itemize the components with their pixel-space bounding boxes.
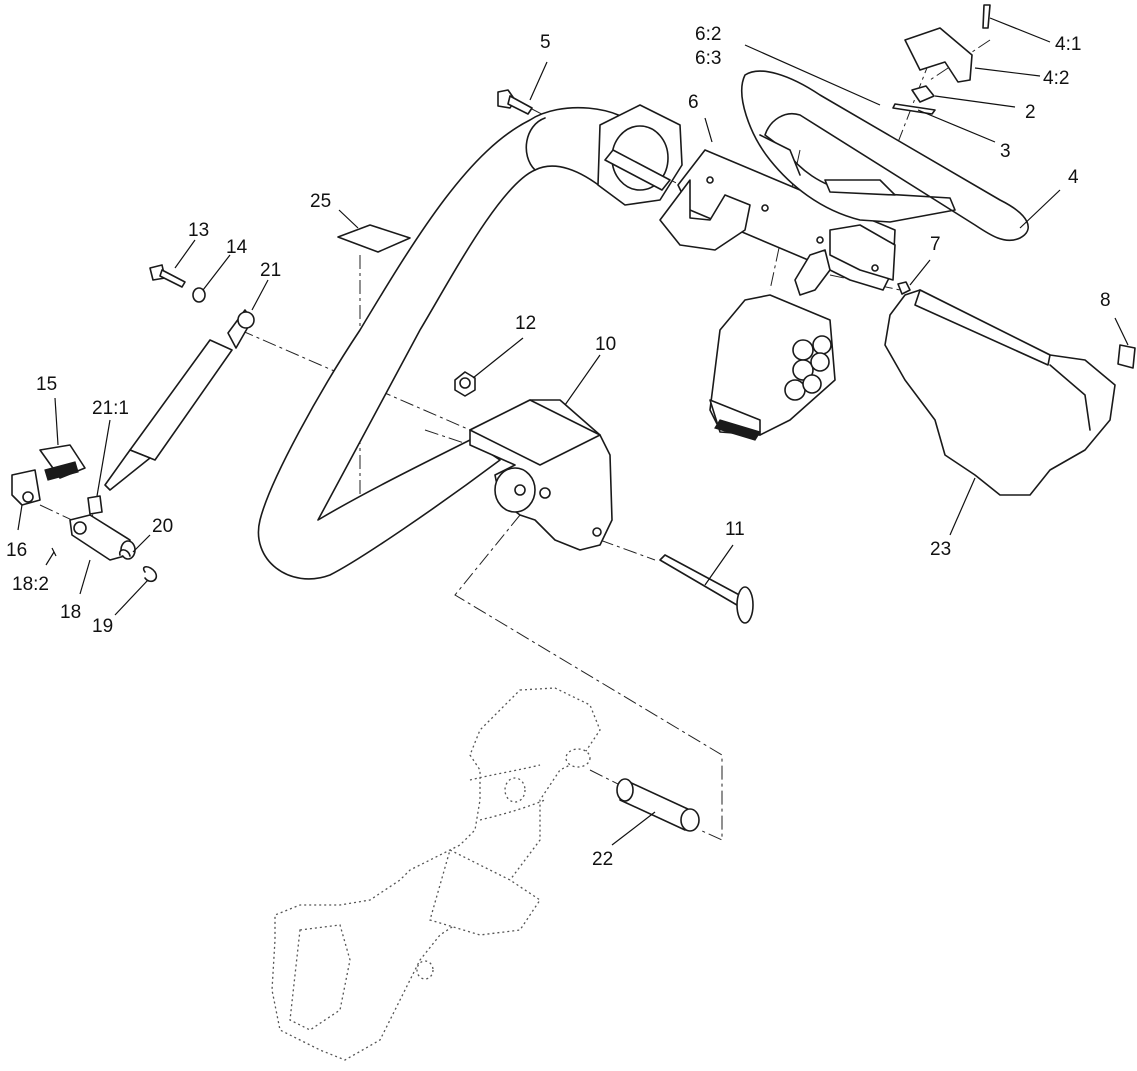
- clip-19: [142, 565, 158, 583]
- mount-bracket: [597, 104, 896, 291]
- callout-25: 25: [310, 191, 331, 212]
- top-kit: [892, 4, 991, 115]
- callout-3: 3: [1000, 141, 1011, 162]
- pivot-bracket: [469, 399, 613, 551]
- callout-18: 18: [60, 602, 81, 623]
- pin-21-1: [87, 495, 103, 515]
- callout-6-2: 6:2: [695, 24, 721, 45]
- nut: [454, 371, 476, 397]
- callout-4: 4: [1068, 167, 1079, 188]
- callout-4-1: 4:1: [1055, 34, 1081, 55]
- callout-4-2: 4:2: [1043, 68, 1069, 89]
- callout-21: 21: [260, 260, 281, 281]
- bolt-13: [149, 264, 186, 288]
- callout-21-1: 21:1: [92, 398, 129, 419]
- callout-2: 2: [1025, 102, 1036, 123]
- callout-8: 8: [1100, 290, 1111, 311]
- bolt-5: [497, 89, 533, 115]
- washer-14: [192, 287, 206, 303]
- callout-6: 6: [688, 92, 699, 113]
- callout-14: 14: [226, 237, 248, 258]
- steering-valve: [709, 249, 836, 441]
- callouts: 5 6:2 6:3 6 4:1 4:2 2 3 4 7 8 25 13 14 2…: [6, 24, 1111, 870]
- leader-lines: [17, 17, 1129, 846]
- steering-handle: [741, 70, 1029, 242]
- callout-7: 7: [930, 234, 941, 255]
- linkage-15: [39, 444, 86, 481]
- pivot-pin: [659, 554, 754, 624]
- callout-23: 23: [930, 539, 951, 560]
- callout-12: 12: [515, 313, 536, 334]
- callout-6-3: 6:3: [695, 48, 721, 69]
- callout-18-2: 18:2: [12, 574, 49, 595]
- callout-5: 5: [540, 32, 551, 53]
- callout-19: 19: [92, 616, 113, 637]
- callout-15: 15: [36, 374, 57, 395]
- callout-11: 11: [725, 519, 745, 540]
- linkage-16: [11, 469, 41, 506]
- decal: [337, 224, 411, 253]
- callout-10: 10: [595, 334, 616, 355]
- callout-20: 20: [152, 516, 173, 537]
- callout-13: 13: [188, 220, 209, 241]
- callout-16: 16: [6, 540, 27, 561]
- cover: [884, 289, 1116, 496]
- callout-22: 22: [592, 849, 613, 870]
- screw-7: [897, 281, 911, 295]
- clip-20: [118, 549, 131, 557]
- frame-ghost: [271, 687, 601, 1061]
- bushing: [616, 778, 700, 832]
- gas-strut: [104, 309, 255, 491]
- latch-clip: [1117, 344, 1136, 369]
